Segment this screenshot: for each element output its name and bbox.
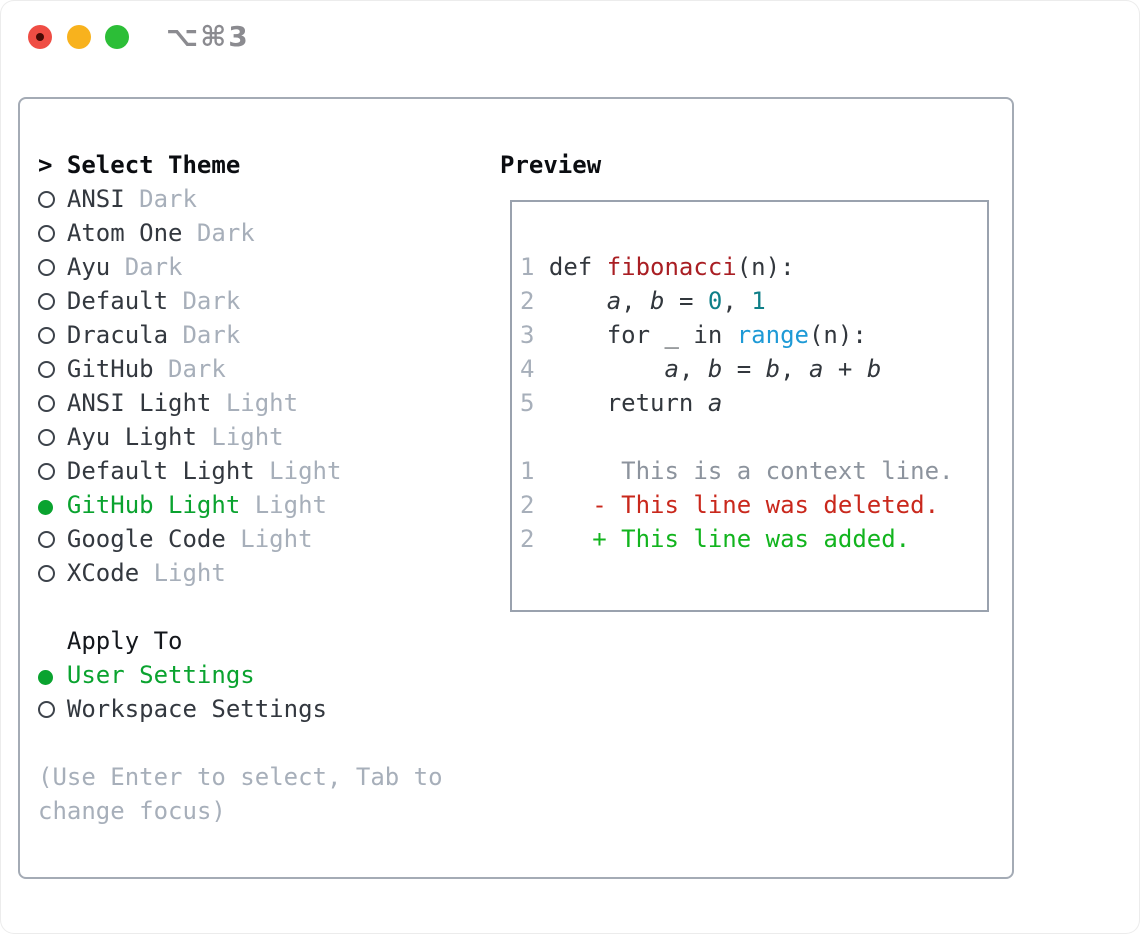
radio-selected-icon xyxy=(38,500,53,515)
title-bar: ⌥⌘3 xyxy=(0,0,1140,75)
blank-line xyxy=(520,420,953,454)
zoom-button[interactable] xyxy=(105,25,129,49)
apply-to-header: Apply To xyxy=(66,627,183,655)
radio-icon xyxy=(38,701,55,718)
preview-title: Preview xyxy=(500,151,602,179)
code-line: 5 return a xyxy=(520,389,723,417)
code-line: 3 for _ in range(n): xyxy=(520,321,867,349)
minimize-button[interactable] xyxy=(67,25,91,49)
code-line: 2 a, b = 0, 1 xyxy=(520,287,766,315)
apply-option-selected[interactable]: User Settings xyxy=(38,658,443,692)
diff-deleted-line: 2 - This line was deleted. xyxy=(520,491,940,519)
code-line: 4 a, b = b, a + b xyxy=(520,355,882,383)
radio-icon xyxy=(38,225,55,242)
help-text-line1: (Use Enter to select, Tab to xyxy=(38,763,443,791)
radio-icon xyxy=(38,463,55,480)
focus-caret-icon: > xyxy=(38,151,53,179)
radio-icon xyxy=(38,293,55,310)
apply-option[interactable]: Workspace Settings xyxy=(38,692,443,726)
radio-icon xyxy=(38,565,55,582)
radio-icon xyxy=(38,361,55,378)
select-theme-header: > Select Theme xyxy=(38,148,443,182)
spacer xyxy=(38,590,443,624)
diff-added-line: 2 + This line was added. xyxy=(520,525,911,553)
spacer xyxy=(38,726,443,760)
radio-icon xyxy=(38,259,55,276)
help-text-line2: change focus) xyxy=(38,797,226,825)
close-button[interactable] xyxy=(28,25,52,49)
radio-icon xyxy=(38,531,55,548)
radio-icon xyxy=(38,429,55,446)
radio-icon xyxy=(38,327,55,344)
radio-icon xyxy=(38,395,55,412)
diff-context-line: 1 This is a context line. xyxy=(520,457,954,485)
window-title: ⌥⌘3 xyxy=(166,20,250,53)
radio-selected-icon xyxy=(38,670,53,685)
radio-icon xyxy=(38,191,55,208)
select-theme-title: Select Theme xyxy=(66,151,241,179)
